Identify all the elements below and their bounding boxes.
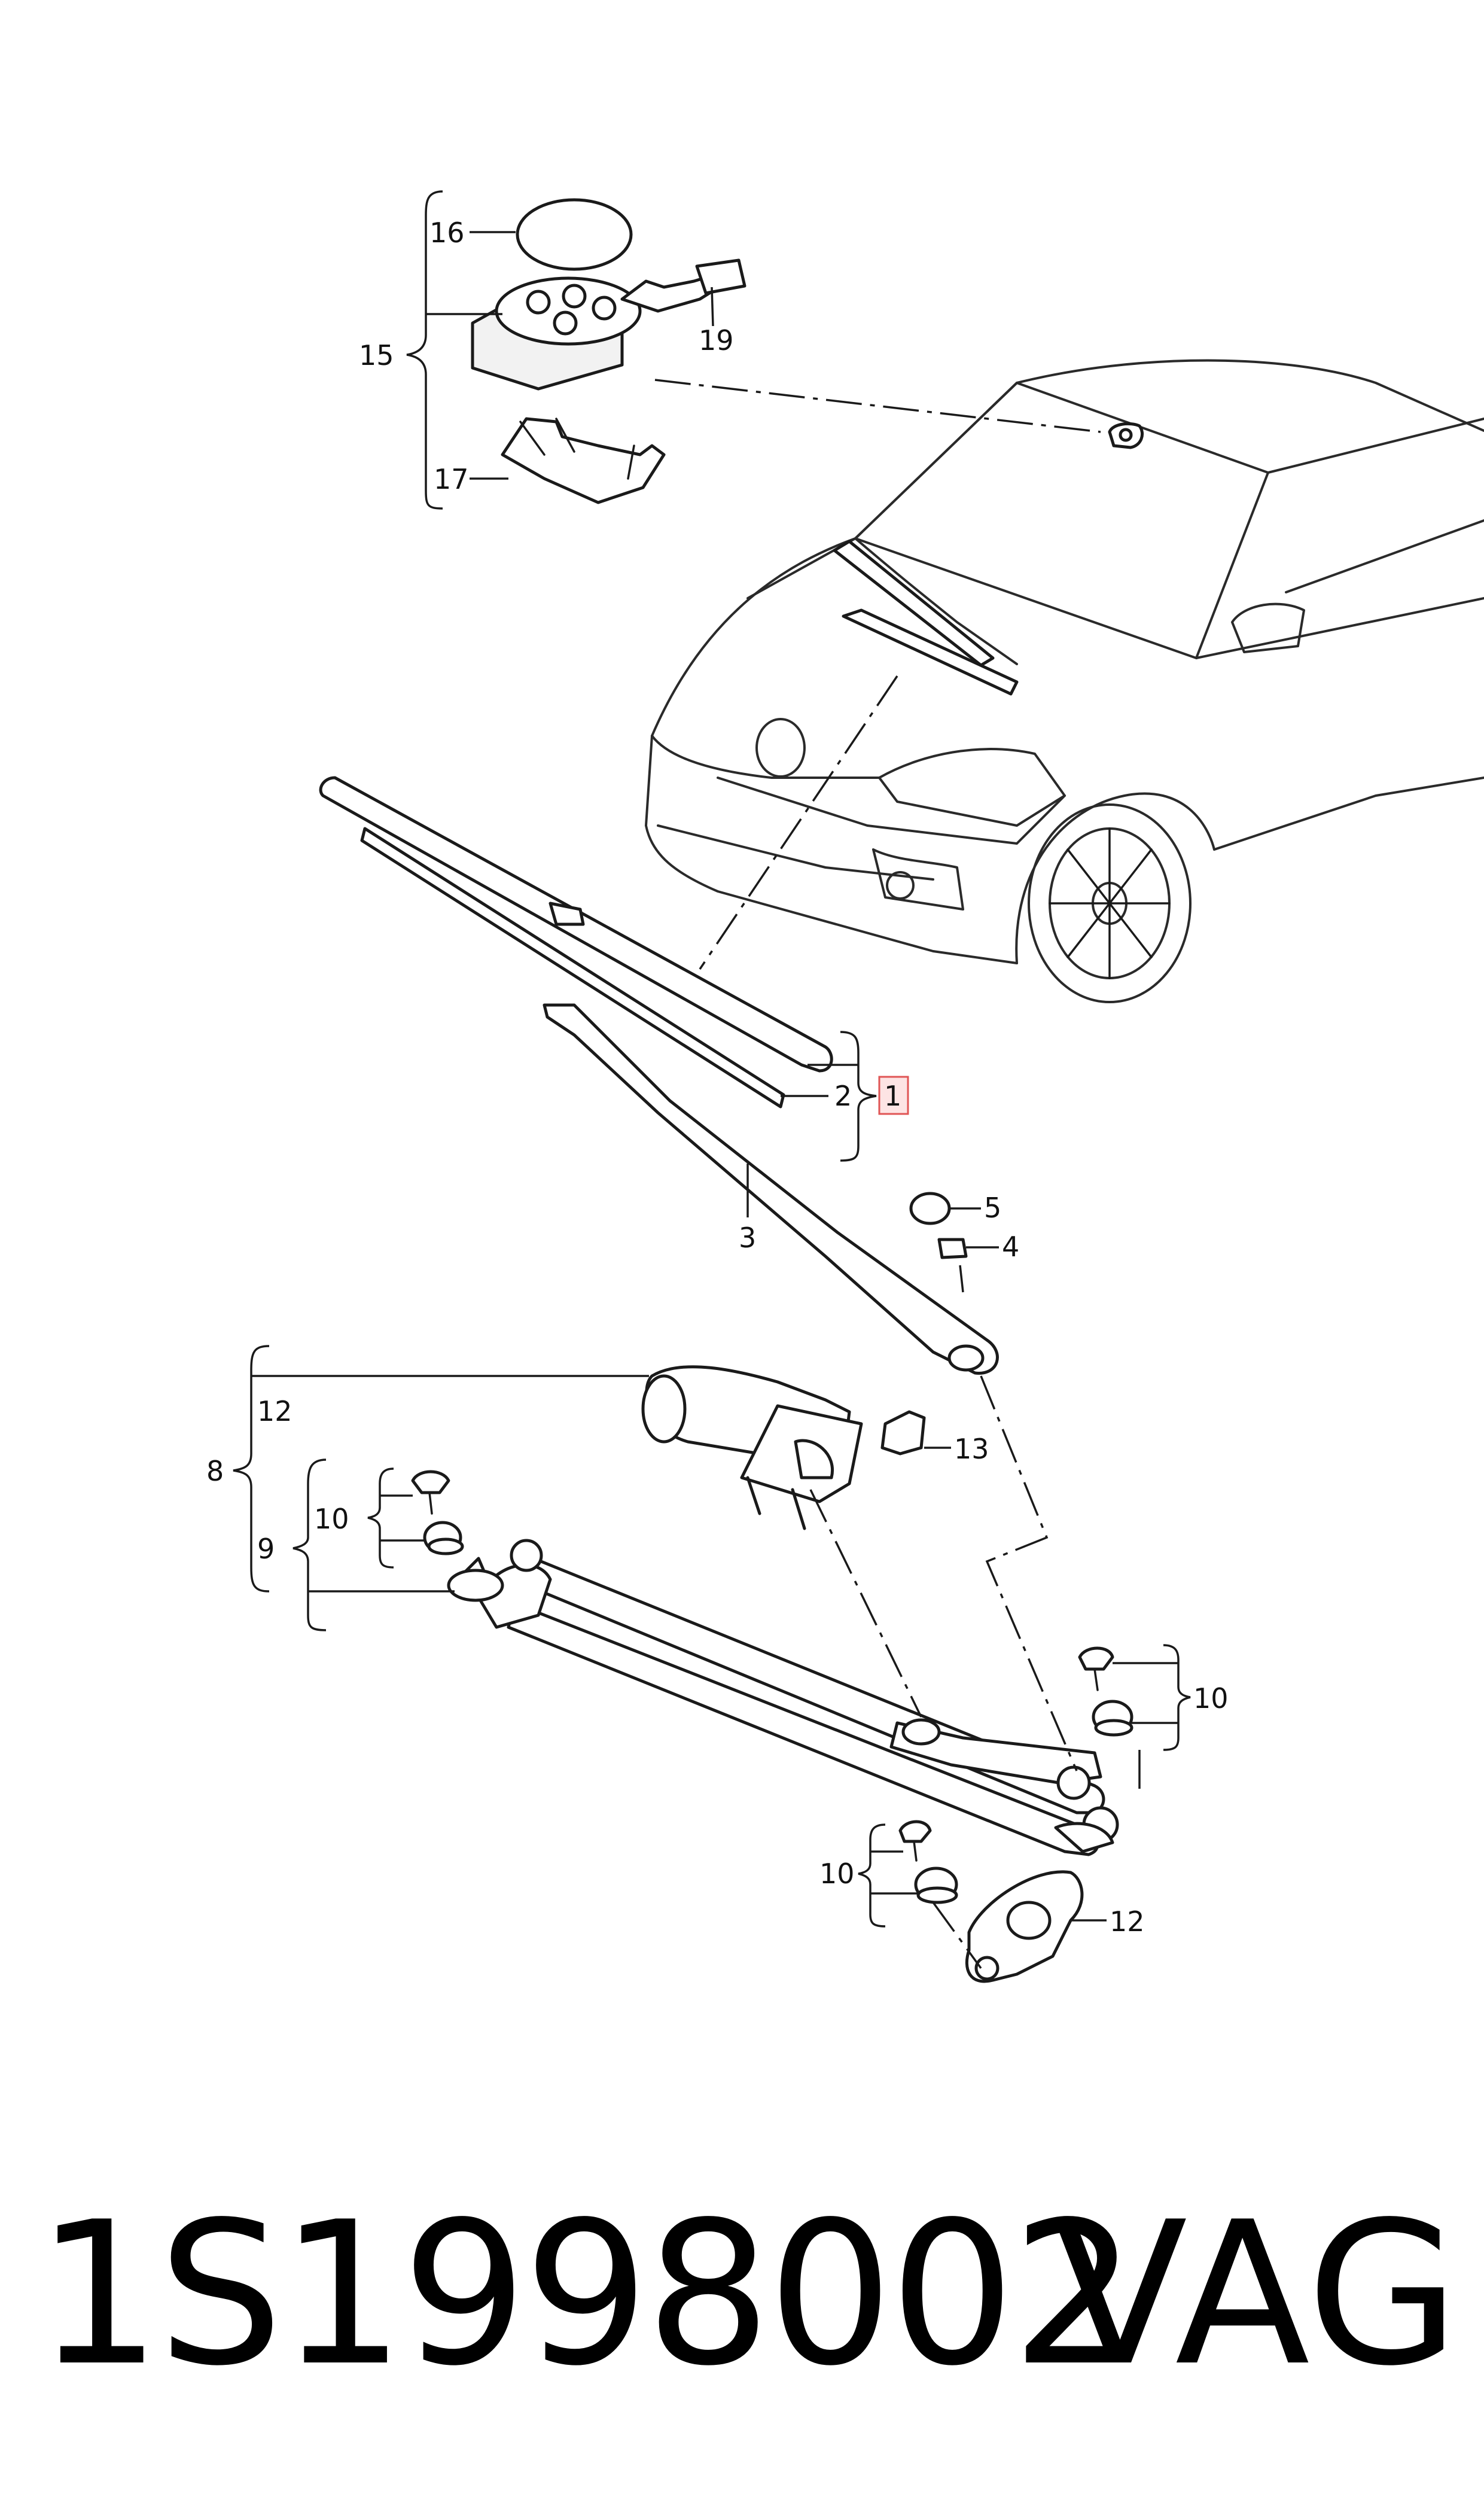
callout-19: 19 <box>699 324 734 357</box>
callout-15: 15 <box>359 339 394 372</box>
mount-left <box>411 1470 504 1602</box>
arm-nut-and-cap <box>909 1192 968 1259</box>
part-number: 1S1998002 <box>36 2179 1137 2409</box>
wiper-blade <box>319 776 833 1109</box>
callout-1: 1 <box>884 1080 901 1112</box>
car-illustration <box>645 359 1484 1003</box>
cap <box>909 1192 951 1225</box>
mount-right <box>1078 1646 1133 1737</box>
mount-bottom <box>898 1820 1084 1983</box>
footer: 1S1998002 VAG <box>36 2166 1459 2423</box>
callout-3: 3 <box>739 1222 756 1254</box>
callout-17: 17 <box>434 463 469 495</box>
wiper-motor <box>641 1365 926 1530</box>
callout-16: 16 <box>429 217 465 249</box>
callout-12-bottom: 12 <box>1110 1905 1145 1938</box>
callout-13: 13 <box>954 1433 989 1465</box>
parts-diagram: 1 2 3 4 5 8 9 10 10 10 12 12 13 15 16 17… <box>206 190 1484 1983</box>
wiper-arm <box>543 1003 999 1375</box>
mounting-bracket <box>501 417 666 504</box>
callout-8: 8 <box>206 1455 224 1487</box>
callout-2: 2 <box>834 1080 852 1112</box>
rain-sensor-group <box>471 198 746 504</box>
brand-label: VAG <box>1052 2179 1459 2409</box>
wiper-linkage <box>477 1539 1119 1856</box>
callout-10-left: 10 <box>314 1503 349 1535</box>
wiper-rubber <box>360 827 785 1109</box>
rubber-buffer <box>880 1410 926 1456</box>
hex-nut <box>937 1238 968 1259</box>
callout-10-bottom: 10 <box>819 1858 855 1890</box>
callout-5: 5 <box>984 1192 1001 1224</box>
leaders <box>233 190 1191 1969</box>
callout-4: 4 <box>1002 1231 1019 1263</box>
seal-ring <box>516 198 633 271</box>
callout-9: 9 <box>257 1533 275 1565</box>
callout-12-top: 12 <box>257 1395 292 1427</box>
callout-1-highlight <box>878 1076 909 1115</box>
connector-plug <box>695 258 746 295</box>
callouts: 1 2 3 4 5 8 9 10 10 10 12 12 13 15 16 17… <box>206 217 1229 1938</box>
callout-10-right: 10 <box>1193 1682 1229 1715</box>
